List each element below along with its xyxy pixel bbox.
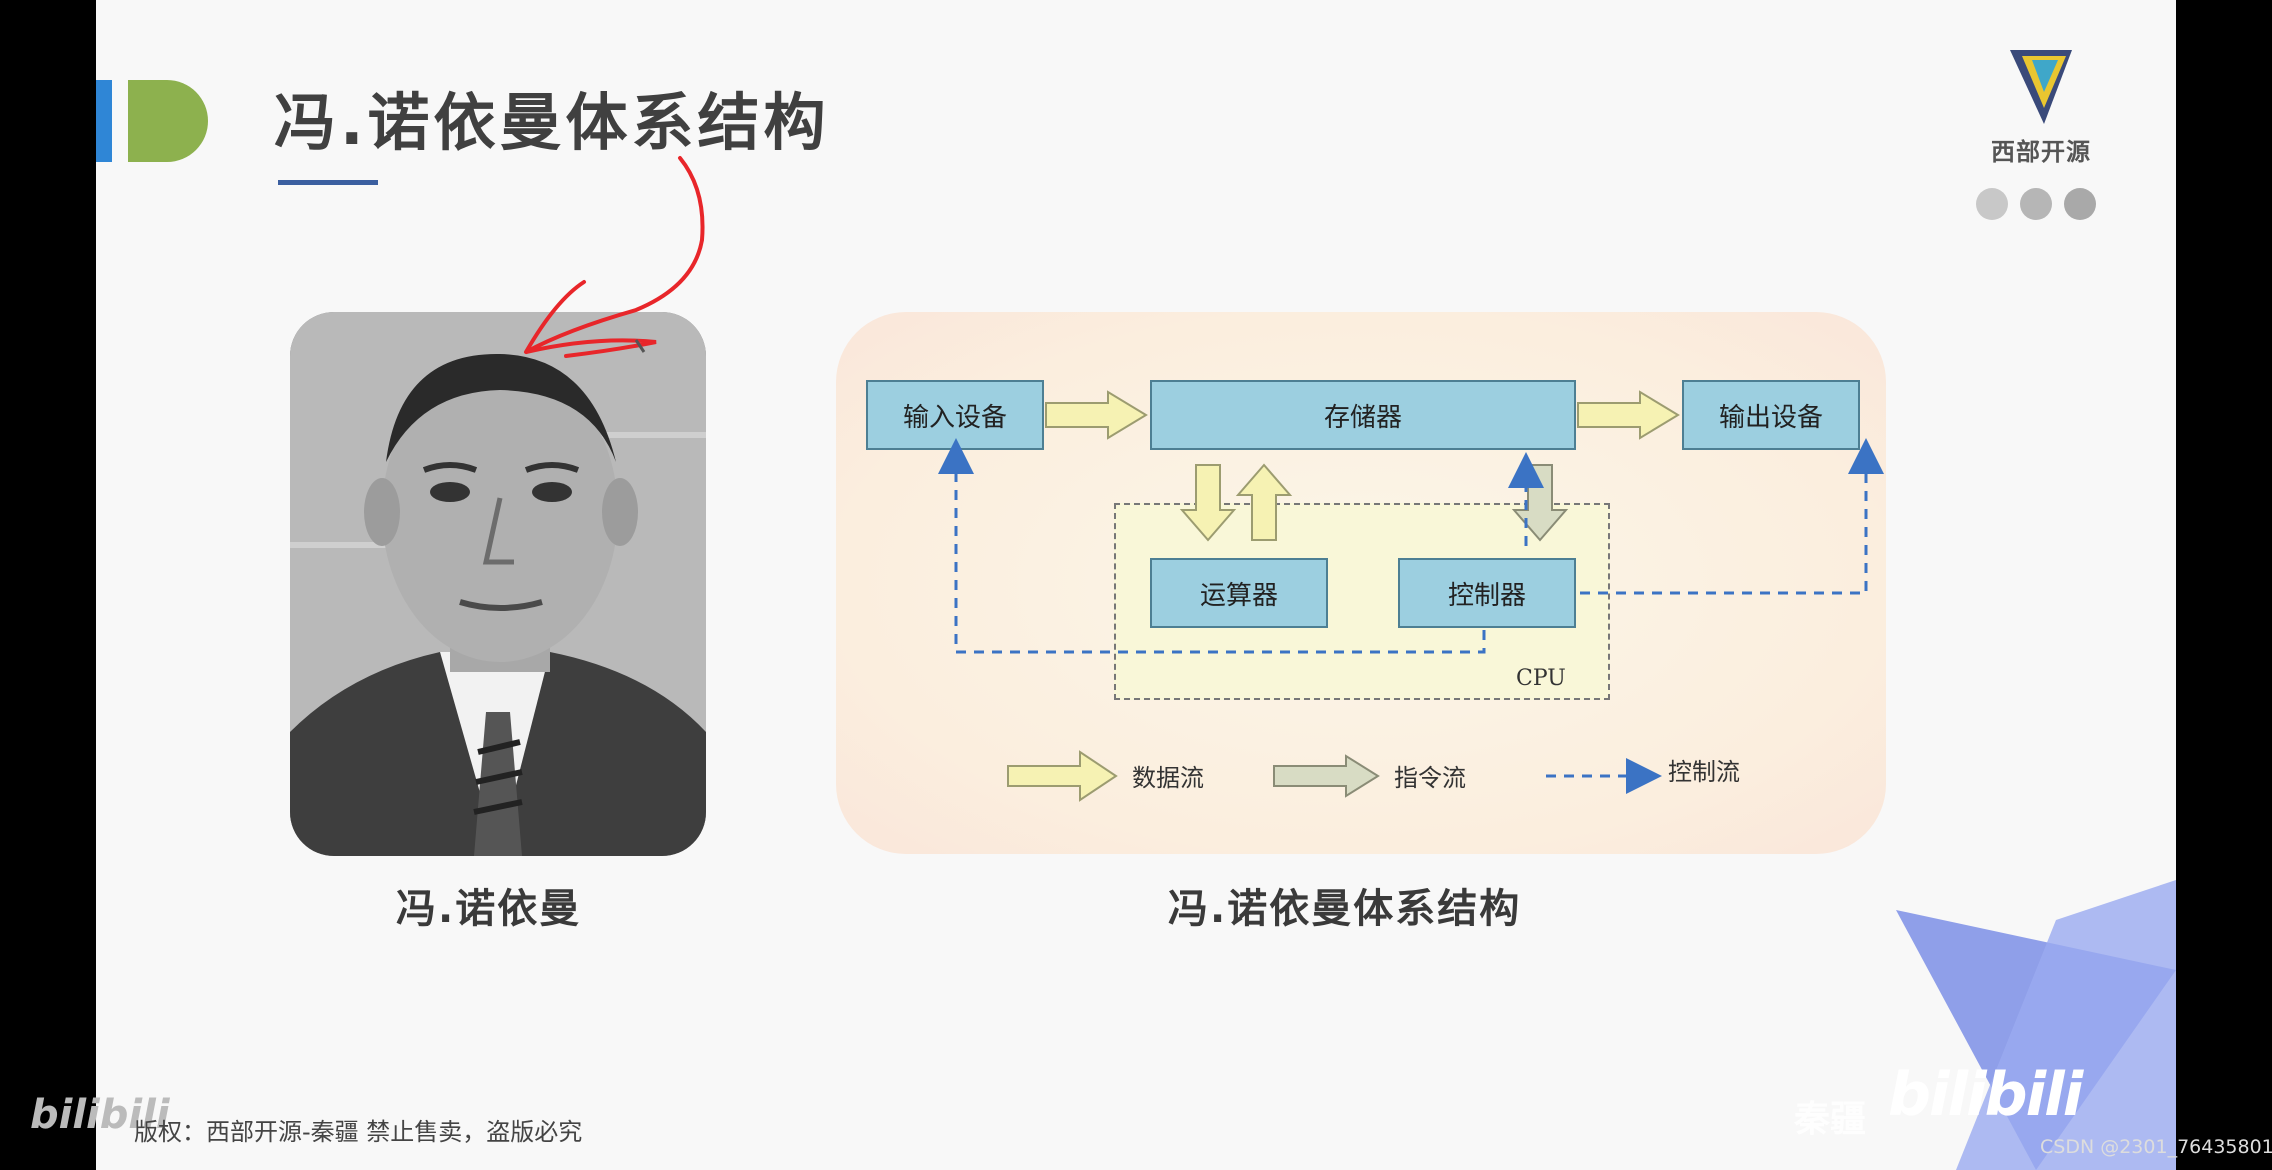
- slide: 冯.诺依曼体系结构 西部开源: [96, 0, 2176, 1170]
- data-flow-arrow-memory-alu: [1179, 464, 1237, 542]
- data-flow-arrow-alu-memory: [1235, 463, 1293, 541]
- corner-decoration: [1896, 880, 2176, 1170]
- alu-box: 运算器: [1150, 558, 1328, 628]
- memory-box: 存储器: [1150, 380, 1576, 450]
- bilibili-watermark-left: bilibili: [30, 1092, 170, 1138]
- data-flow-arrow-input-memory: [1045, 390, 1148, 440]
- title-accent-bar: [96, 80, 112, 162]
- page-title: 冯.诺依曼体系结构: [274, 86, 830, 159]
- title-underline: [278, 180, 378, 185]
- brand-name: 西部开源: [1991, 138, 2091, 166]
- bilibili-watermark-right: bilibili: [1888, 1060, 2083, 1130]
- legend-data-flow-label: 数据流: [1132, 764, 1204, 792]
- brand-logo-icon: [2010, 50, 2072, 124]
- legend-instruction-flow-arrow: [1273, 754, 1380, 798]
- portrait-illustration: [290, 312, 706, 856]
- diagram-arrows: [938, 390, 1884, 802]
- copyright-notice: 版权：西部开源-秦疆 禁止售卖，盗版必究: [134, 1118, 583, 1146]
- data-flow-arrow-memory-output: [1577, 390, 1680, 440]
- page-indicator: [1976, 188, 2096, 220]
- diagram-caption: 冯.诺依曼体系结构: [1168, 886, 1522, 932]
- instruction-flow-arrow-memory-controller: [1511, 464, 1569, 542]
- page-dot: [2020, 188, 2052, 220]
- brand-logo: 西部开源: [1976, 46, 2106, 167]
- control-flow-lines: [938, 438, 1884, 654]
- portrait-caption: 冯.诺依曼: [396, 886, 582, 932]
- controller-box: 控制器: [1398, 558, 1576, 628]
- page-dot: [2064, 188, 2096, 220]
- portrait-photo: [290, 312, 706, 856]
- legend-control-flow-label: 控制流: [1668, 758, 1740, 786]
- cpu-label: CPU: [1516, 666, 1566, 691]
- csdn-watermark: CSDN @2301_76435801: [2040, 1136, 2272, 1158]
- legend-data-flow-arrow: [1007, 750, 1118, 802]
- legend-instruction-flow-label: 指令流: [1394, 764, 1466, 792]
- output-device-box: 输出设备: [1682, 380, 1860, 450]
- page-dot: [1976, 188, 2008, 220]
- title-accent-half-circle: [128, 80, 208, 162]
- watermark-author: 秦疆: [1794, 1099, 1867, 1140]
